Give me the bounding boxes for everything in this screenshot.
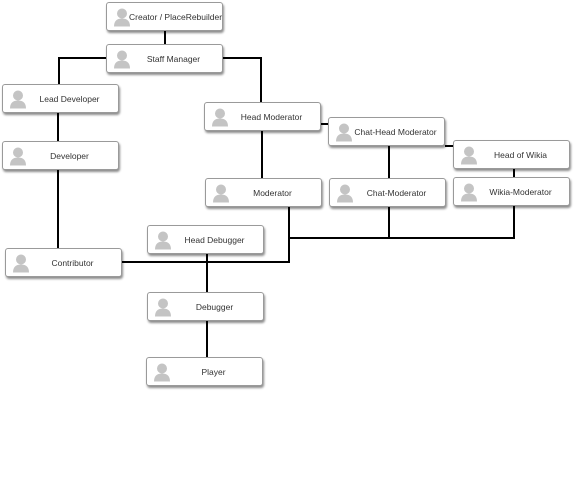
connector-staff-lead (58, 57, 108, 85)
node-label: Chat-Head Moderator (354, 126, 437, 137)
node-label: Head Moderator (240, 111, 303, 122)
node-label: Head Debugger (184, 234, 245, 245)
node-chat-head-moderator[interactable]: Chat-Head Moderator (328, 117, 445, 146)
node-player[interactable]: Player (146, 357, 263, 386)
connector-bus-down (121, 237, 290, 263)
node-head-of-wikia[interactable]: Head of Wikia (453, 140, 570, 169)
person-icon (154, 363, 170, 381)
node-label: Lead Developer (39, 93, 100, 104)
node-moderator[interactable]: Moderator (205, 178, 322, 207)
person-icon (461, 146, 477, 164)
node-chat-moderator[interactable]: Chat-Moderator (329, 178, 446, 207)
node-label: Creator / PlaceRebuilder (129, 11, 223, 22)
person-icon (114, 50, 130, 68)
node-debugger[interactable]: Debugger (147, 292, 264, 321)
node-head-moderator[interactable]: Head Moderator (204, 102, 321, 131)
person-icon (10, 90, 26, 108)
connector-moderators-bus (288, 206, 515, 239)
node-staff-manager[interactable]: Staff Manager (106, 44, 223, 73)
node-label: Player (201, 366, 226, 377)
node-developer[interactable]: Developer (2, 141, 119, 170)
node-label: Debugger (195, 301, 234, 312)
node-label: Head of Wikia (494, 149, 547, 160)
person-icon (212, 108, 228, 126)
node-creator[interactable]: Creator / PlaceRebuilder (106, 2, 223, 31)
node-head-debugger[interactable]: Head Debugger (147, 225, 264, 254)
node-wikia-moderator[interactable]: Wikia-Moderator (453, 177, 570, 206)
person-icon (336, 123, 352, 141)
person-icon (114, 8, 130, 26)
node-label: Contributor (51, 257, 94, 268)
node-label: Moderator (253, 187, 292, 198)
person-icon (155, 231, 171, 249)
person-icon (13, 254, 29, 272)
connector-staff-head-mod (221, 57, 262, 103)
person-icon (155, 298, 171, 316)
person-icon (213, 184, 229, 202)
node-label: Wikia-Moderator (489, 186, 552, 197)
node-contributor[interactable]: Contributor (5, 248, 122, 277)
node-label: Staff Manager (146, 53, 201, 64)
person-icon (461, 183, 477, 201)
person-icon (10, 147, 26, 165)
node-label: Chat-Moderator (366, 187, 427, 198)
node-lead-developer[interactable]: Lead Developer (2, 84, 119, 113)
person-icon (337, 184, 353, 202)
node-label: Developer (50, 150, 89, 161)
